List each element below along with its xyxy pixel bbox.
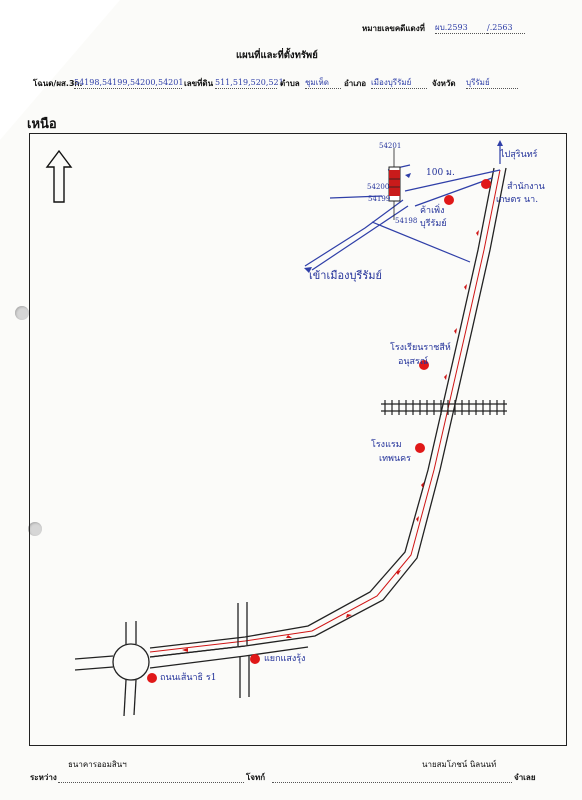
plaintiff-role: โจทก์ [246,773,266,782]
cross-roads [123,602,250,717]
defendant-text: นายสมโภชน์ นิลนนท์ [422,760,497,769]
landmark-label: อนุสรณ์ [398,357,429,367]
plaintiff-text: ธนาคารออมสินฯ [68,760,127,769]
main-road [149,167,507,658]
amphoe-value: เมืองบุรีรัมย์ [371,78,427,89]
landmark-label: เทพนคร [379,454,411,464]
defendant-role: จำเลย [514,773,536,782]
parcel-label: 54198 [395,217,418,225]
landmark-label: ค้าเพิ่ง [420,206,445,216]
landmark-label: เข้าเมืองบุรีรัมย์ [309,269,382,282]
doc-no-value: ผบ.2593 [435,23,487,34]
punch-hole [28,522,42,536]
doc-no-label: หมายเลขคดีแดงที่ [362,24,425,33]
landmark-label: บุรีรัมย์ [420,219,447,229]
parcel-blocks [388,148,401,220]
landmark-label: สำนักงาน [507,182,545,192]
route-line [149,169,501,653]
parcel-road [304,164,501,271]
landmark-label: ถนนเส้นาธิ ร1 [160,673,217,683]
map-frame [29,133,567,746]
doc-year: /.2563 [487,23,525,34]
parcel-label: 54201 [379,142,402,150]
landmark-label: แยกแสงรุ้ง [264,654,306,664]
landmark-label: ไปสุรินทร์ [500,150,538,160]
tambon-label: ตำบล [280,79,300,88]
location-markers [147,179,491,683]
between-label: ระหว่าง [30,773,57,782]
landmark-label: โรงแรม [371,440,402,450]
direction-arrow-icon [405,173,411,178]
railway [381,400,507,415]
parcel-label: 54199 [368,195,391,203]
route-arrows [182,230,479,652]
direction-arrow-icon [304,267,312,273]
north-arrow-icon [45,149,73,203]
deed-value: 54198,54199,54200,54201 [74,78,184,89]
amphoe-label: อำเภอ [344,79,367,88]
folded-corner [0,0,120,140]
roundabout [112,643,150,681]
defendant-name: นายสมโภชน์ นิลนนท์ [272,760,512,783]
punch-hole [15,306,29,320]
distance-label: 100 ม. [426,168,455,178]
plaintiff-name: ธนาคารออมสินฯ [58,760,244,783]
page-title: แผนที่และที่ตั้งทรัพย์ [236,50,318,61]
deed-label: โฉนด/ผส.3ก. [33,79,83,88]
north-label: เหนือ [27,117,57,132]
landmark-label: โรงเรียนราชสีห์ [390,343,451,353]
direction-arrow-icon [497,140,503,146]
province-value: บุรีรัมย์ [466,78,518,89]
tambon-value: ชุมเห็ด [305,78,341,89]
province-label: จังหวัด [432,79,456,88]
side-road [74,645,309,671]
parcel-label: 54200 [367,183,390,191]
land-no-value: 511,519,520,521 [215,78,284,89]
landmark-label: เกษตร นา. [496,195,539,205]
land-no-label: เลขที่ดิน [184,79,214,88]
